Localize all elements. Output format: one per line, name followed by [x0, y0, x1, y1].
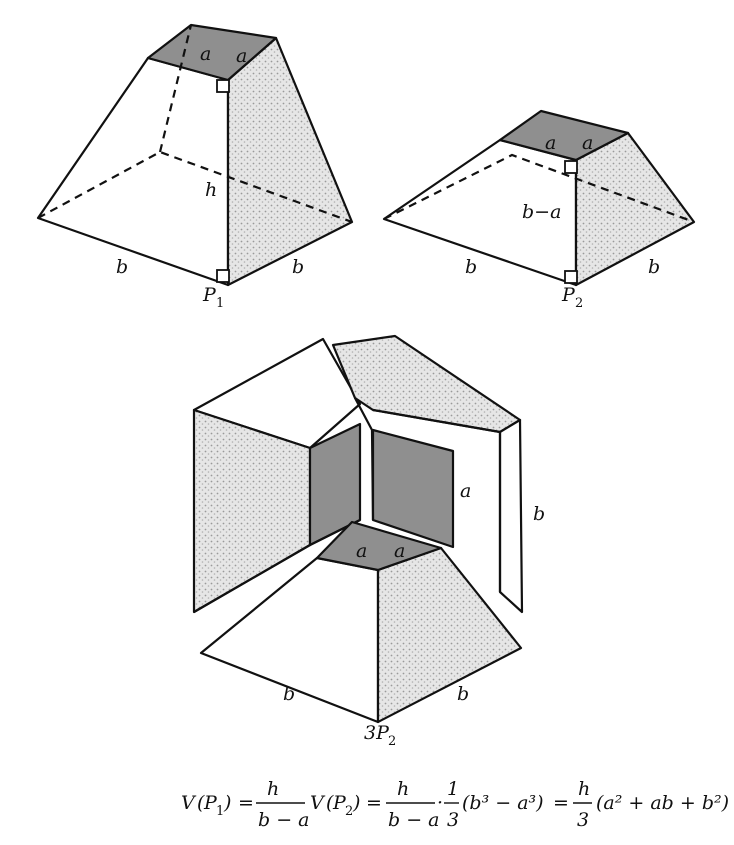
- formula-dot: ·: [437, 792, 443, 814]
- formula-p1-sub: 1: [216, 804, 224, 819]
- cube-left-slit: [193, 519, 361, 613]
- cube-piece-bottom: [199, 520, 523, 724]
- p2-name-sub: 2: [575, 296, 583, 311]
- p1-base-label-2: b: [292, 256, 304, 278]
- cube-base-label-2: b: [457, 683, 469, 705]
- cube-inner-label-1: a: [356, 540, 367, 562]
- p2-right-angle-top: [564, 160, 578, 174]
- p2-base-label-2: b: [648, 256, 660, 278]
- formula-frac3-num: 1: [447, 778, 459, 800]
- p1-top-label-2: a: [236, 45, 247, 67]
- frustum-p1: a a h b b P 1: [36, 23, 354, 311]
- p1-height-label: h: [205, 179, 217, 201]
- cube-name-label: 3P: [364, 722, 390, 744]
- p1-right-angle-bottom: [216, 269, 230, 283]
- formula-frac4-num: h: [578, 778, 590, 800]
- formula-eq1: =: [238, 792, 254, 814]
- formula-paren-close-2: ): [352, 792, 360, 814]
- p2-height-label: b−a: [522, 201, 561, 223]
- p2-right-face: [574, 131, 696, 287]
- p2-top-label-1: a: [545, 132, 556, 154]
- p1-hidden-vertical: [158, 24, 193, 153]
- p1-top-label-1: a: [200, 43, 211, 65]
- formula-eq3: =: [553, 792, 569, 814]
- formula-frac2-num: h: [397, 778, 409, 800]
- cube-back-slit: [354, 397, 375, 521]
- cube-three-p2: a a a b b b 3P 2: [192, 334, 545, 749]
- formula-frac4-den: 3: [577, 809, 589, 831]
- formula-paren-close-1: ): [223, 792, 231, 814]
- p1-front-face: [36, 56, 230, 287]
- p2-right-angle-bottom: [564, 270, 578, 284]
- p1-name-sub: 1: [216, 296, 224, 311]
- formula-p2-sub: 2: [345, 804, 353, 819]
- formula-frac1-den: b − a: [258, 809, 310, 831]
- cube-piece-left: [192, 337, 362, 614]
- cube-back-right: [498, 418, 524, 614]
- formula-v2: V: [310, 792, 326, 814]
- p2-top-face: [498, 109, 630, 162]
- cube-back-edge: [372, 408, 502, 592]
- formula-v1: V: [181, 792, 197, 814]
- cube-name-sub: 2: [388, 734, 396, 749]
- p2-base-label-1: b: [465, 256, 477, 278]
- formula-frac1-num: h: [267, 778, 279, 800]
- cube-bottom-top: [315, 520, 443, 572]
- formula-p1: P: [203, 792, 218, 814]
- formula-p2: P: [332, 792, 347, 814]
- p2-name-label: P: [561, 284, 576, 306]
- formula-frac3-den: 3: [447, 809, 459, 831]
- cube-inner-label-2: a: [394, 540, 405, 562]
- formula-eq2: =: [366, 792, 382, 814]
- cube-right-b-label: b: [533, 503, 545, 525]
- p1-hidden-edges: [37, 150, 353, 224]
- p1-right-face: [226, 36, 354, 287]
- formula-frac2-den: b − a: [388, 809, 440, 831]
- p1-base-label-1: b: [116, 256, 128, 278]
- formula-term-b3: (b³ − a³): [462, 792, 544, 814]
- formula-paren-open-1: (: [197, 792, 205, 814]
- cube-back-top: [331, 334, 522, 434]
- p2-top-label-2: a: [582, 132, 593, 154]
- cube-piece-back: [331, 334, 524, 614]
- cube-base-label-1: b: [283, 683, 295, 705]
- p1-right-angle-top: [216, 79, 230, 93]
- formula-term-last: (a² + ab + b²): [596, 792, 729, 814]
- cube-inner-label-vertical: a: [460, 480, 471, 502]
- formula-paren-open-2: (: [326, 792, 334, 814]
- p1-name-label: P: [202, 284, 217, 306]
- frustum-p2: a a b−a b b P 2: [382, 109, 696, 311]
- p2-hidden-edges: [383, 153, 695, 224]
- cube-back-inner: [371, 428, 455, 549]
- volume-formula: V ( P 1 ) = h b − a V ( P 2 ) = h b − a …: [181, 778, 729, 831]
